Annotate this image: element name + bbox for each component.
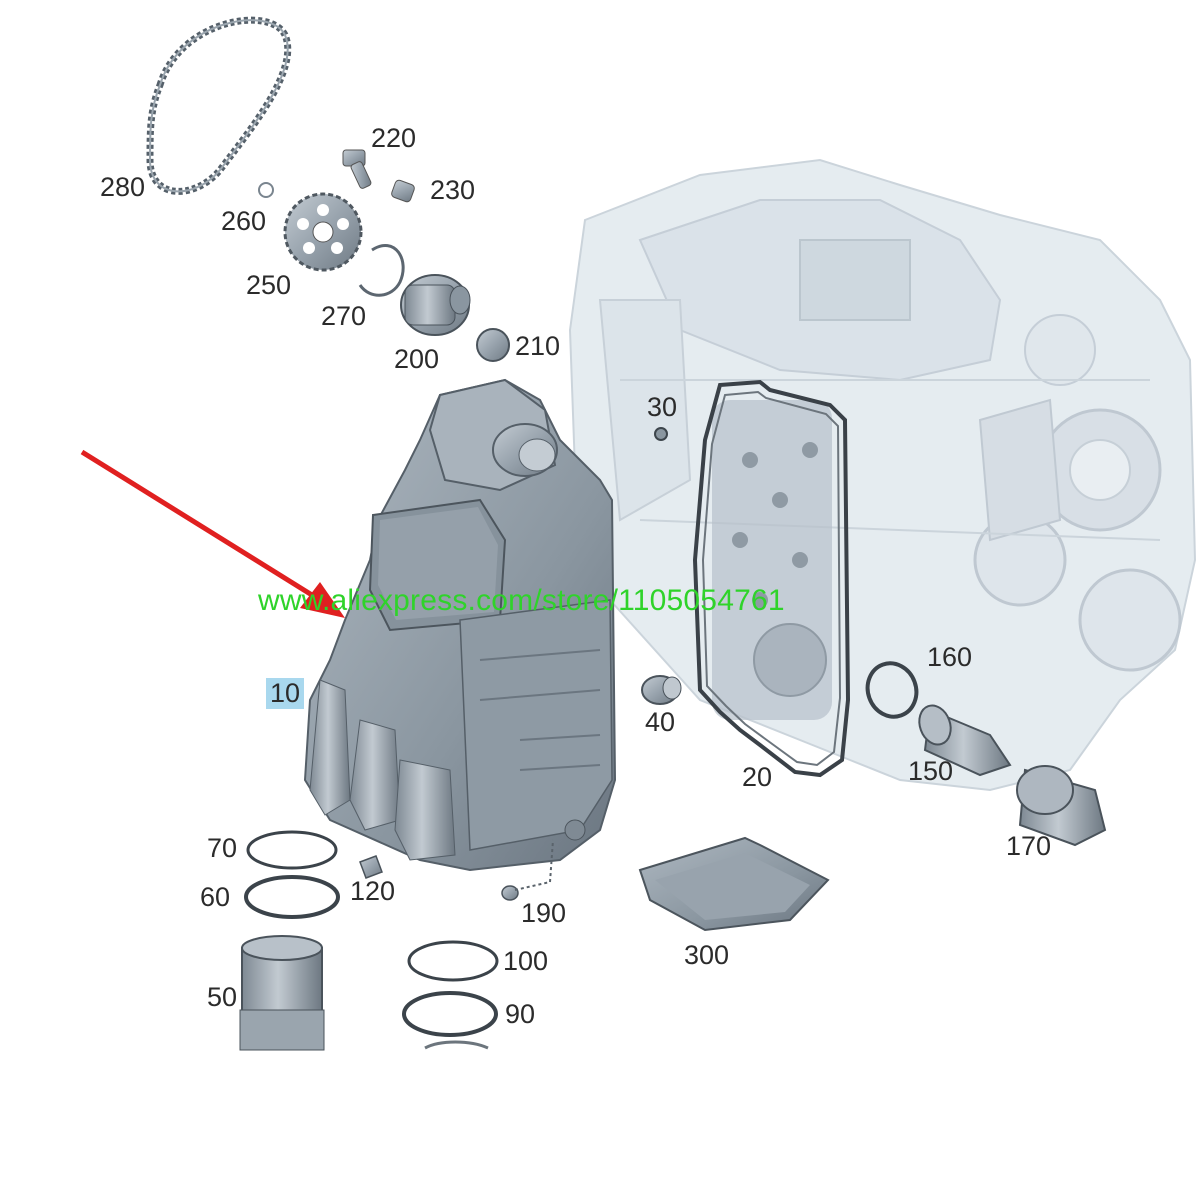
gasket-outline	[692, 379, 851, 778]
seal-70-part	[246, 830, 338, 870]
snap-ring-part	[358, 243, 405, 297]
callout-150: 150	[908, 756, 954, 786]
plug-120-part	[359, 855, 383, 879]
pump-part	[400, 274, 471, 336]
callout-100: 100	[503, 946, 549, 976]
callout-10-highlighted: 10	[266, 678, 305, 709]
callout-120: 120	[350, 876, 396, 906]
plug-part	[476, 328, 510, 362]
seal-100-part	[407, 940, 499, 982]
callout-170: 170	[1006, 831, 1052, 861]
callout-270: 270	[321, 301, 367, 331]
clip-part	[258, 182, 274, 198]
callout-70: 70	[207, 833, 238, 863]
chain-part	[146, 16, 292, 195]
callout-50: 50	[207, 982, 238, 1012]
callout-190: 190	[521, 898, 567, 928]
seal-90-part	[402, 991, 498, 1037]
valve-body	[712, 400, 832, 720]
red-arrow-icon	[80, 449, 345, 618]
o-ring-160-part	[865, 661, 919, 719]
callout-200: 200	[394, 344, 440, 374]
callout-90: 90	[505, 999, 536, 1029]
filter-50-part	[239, 935, 325, 1051]
callout-40: 40	[645, 707, 676, 737]
plug-40-part	[641, 675, 682, 705]
callout-280: 280	[100, 172, 146, 202]
bolt-part	[342, 149, 372, 189]
callout-60: 60	[200, 882, 231, 912]
store-watermark: www.aliexpress.com/store/1105054761	[258, 584, 785, 617]
callout-260: 260	[221, 206, 267, 236]
callout-220: 220	[371, 123, 417, 153]
oil-pan-assembly	[303, 378, 617, 872]
callout-20: 20	[742, 762, 773, 792]
filter-170-part	[1016, 765, 1107, 847]
cover-300-part	[638, 836, 830, 932]
callout-230: 230	[430, 175, 476, 205]
seal-60-part	[244, 875, 340, 919]
callout-300: 300	[684, 940, 730, 970]
screw-190-part	[501, 839, 554, 901]
sprocket-part	[283, 192, 363, 272]
filter-150-part	[918, 704, 1012, 777]
pin-part	[391, 179, 415, 203]
callout-160: 160	[927, 642, 973, 672]
callout-30: 30	[647, 392, 678, 422]
small-plug-part	[654, 427, 668, 441]
callout-210: 210	[515, 331, 561, 361]
callout-250: 250	[246, 270, 292, 300]
